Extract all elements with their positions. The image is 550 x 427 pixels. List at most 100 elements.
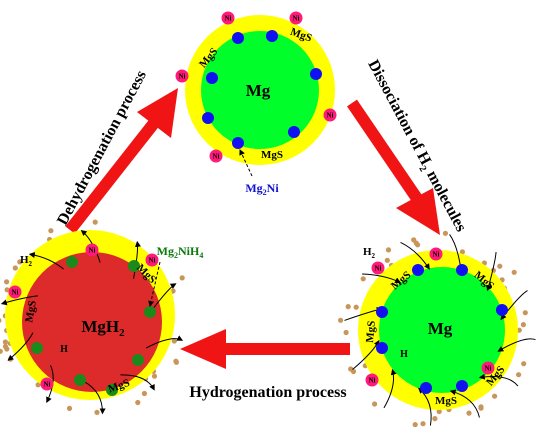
hydrogen-flow-arrow bbox=[449, 389, 480, 418]
h-atom bbox=[372, 401, 378, 407]
mg2ni-site bbox=[206, 72, 218, 84]
h-atom bbox=[12, 265, 18, 271]
hydrogen-flow-arrow bbox=[485, 252, 497, 292]
ni-atom-2: Ni bbox=[289, 11, 303, 25]
mg2ni-site bbox=[412, 264, 424, 276]
mg2ni-site bbox=[266, 30, 278, 42]
h-atom bbox=[415, 242, 421, 248]
mg2ni-site bbox=[376, 306, 388, 318]
h-atom bbox=[442, 230, 448, 236]
h-atom bbox=[151, 373, 158, 379]
mg2ni-site bbox=[376, 342, 388, 354]
svg-text:Ni: Ni bbox=[12, 289, 19, 297]
h-atom bbox=[66, 405, 73, 411]
h-atom bbox=[497, 263, 503, 269]
h-atom bbox=[360, 276, 366, 282]
h-atom bbox=[459, 249, 465, 255]
mg2nih4-site bbox=[128, 260, 140, 272]
svg-text:Ni: Ni bbox=[485, 365, 492, 373]
mg2nih4-site bbox=[66, 256, 78, 268]
mg2ni-callout: Mg2Ni bbox=[245, 181, 279, 197]
mg-core bbox=[201, 31, 319, 149]
svg-text:Ni: Ni bbox=[225, 15, 232, 23]
mg2nih4-site bbox=[31, 342, 43, 354]
h-atom bbox=[522, 310, 528, 316]
dehydrogenation-arrow bbox=[65, 88, 178, 234]
ni-atom-2: Ni bbox=[371, 261, 385, 275]
svg-text:Ni: Ni bbox=[149, 257, 156, 265]
ni-atom-2: Ni bbox=[145, 253, 159, 267]
mg2ni-site bbox=[232, 32, 244, 44]
h-atom bbox=[0, 318, 2, 323]
hydrogen-flow-arrow bbox=[497, 338, 536, 352]
mg2ni-site bbox=[202, 112, 214, 124]
mg2ni-site bbox=[496, 304, 508, 316]
h-atom bbox=[345, 304, 351, 310]
h-atom bbox=[35, 382, 41, 388]
mg-core-label: Mg bbox=[428, 319, 453, 338]
hydrogen-flow-arrow bbox=[400, 242, 430, 270]
h-atom bbox=[492, 393, 498, 399]
svg-text:Ni: Ni bbox=[369, 377, 376, 385]
svg-text:Ni: Ni bbox=[433, 251, 440, 259]
svg-text:Ni: Ni bbox=[89, 247, 96, 255]
h-atom bbox=[478, 405, 484, 411]
h-atom bbox=[173, 359, 179, 365]
svg-text:Ni: Ni bbox=[44, 381, 51, 389]
mg2ni-site bbox=[456, 264, 468, 276]
ni-atom-4: Ni bbox=[481, 361, 495, 375]
h-atom bbox=[420, 421, 426, 427]
ni-atom-1: Ni bbox=[85, 243, 99, 257]
dissociation-arrow bbox=[347, 99, 440, 235]
hydrogen-flow-arrow bbox=[83, 381, 106, 415]
mg2ni-site bbox=[288, 126, 300, 138]
h-atom bbox=[2, 339, 8, 345]
hydrogen-flow-arrow bbox=[120, 374, 155, 391]
h-atom bbox=[385, 247, 392, 253]
svg-text:Ni: Ni bbox=[213, 153, 220, 161]
hydrogenation-arrow bbox=[180, 329, 350, 369]
ni-atom-3: Ni bbox=[175, 69, 189, 83]
hydrogen-flow-arrow bbox=[28, 252, 64, 270]
mg2nih4-site bbox=[132, 354, 144, 366]
mgh2-core-label: MgH2 bbox=[81, 317, 125, 339]
mg2nih4-site bbox=[106, 384, 118, 396]
mgs-label-1: MgS bbox=[23, 300, 39, 324]
h2-label: H2 bbox=[20, 254, 33, 268]
ni-atom-5: Ni bbox=[209, 149, 223, 163]
h-atom bbox=[516, 327, 522, 333]
h-atom bbox=[343, 329, 349, 336]
svg-text:Ni: Ni bbox=[179, 73, 186, 81]
h-atom bbox=[466, 410, 472, 416]
ni-atom-4: Ni bbox=[40, 377, 54, 391]
mgs-label-3: MgS bbox=[261, 149, 283, 161]
mg2nih4-site bbox=[144, 306, 156, 318]
mgs-label-3: MgS bbox=[364, 320, 378, 343]
h-atom bbox=[520, 322, 527, 328]
ni-atom-3: Ni bbox=[365, 373, 379, 387]
h-atom bbox=[412, 422, 418, 427]
hydrogen-flow-arrow bbox=[80, 229, 101, 263]
h-atom bbox=[17, 259, 23, 265]
h-atom bbox=[0, 348, 3, 354]
h2-label: H2 bbox=[363, 246, 376, 260]
h-atom bbox=[4, 279, 10, 285]
mgs-label-5: MgS bbox=[435, 395, 457, 407]
hydrogen-flow-arrow bbox=[352, 339, 380, 370]
mgh2-core bbox=[22, 252, 162, 392]
h-atom bbox=[521, 361, 527, 367]
svg-text:Ni: Ni bbox=[375, 265, 382, 273]
ni-atom-4: Ni bbox=[323, 108, 337, 122]
hydrogen-flow-arrow bbox=[133, 240, 141, 279]
h-atom bbox=[141, 390, 147, 397]
svg-text:Ni: Ni bbox=[327, 112, 334, 120]
h-atom bbox=[171, 338, 177, 344]
h-atom bbox=[4, 346, 10, 352]
mg-core bbox=[379, 267, 505, 393]
mg2ni-site bbox=[456, 380, 468, 392]
h-atom bbox=[436, 408, 442, 415]
h-atom-label: H bbox=[400, 349, 408, 360]
svg-text:Ni: Ni bbox=[293, 15, 300, 23]
